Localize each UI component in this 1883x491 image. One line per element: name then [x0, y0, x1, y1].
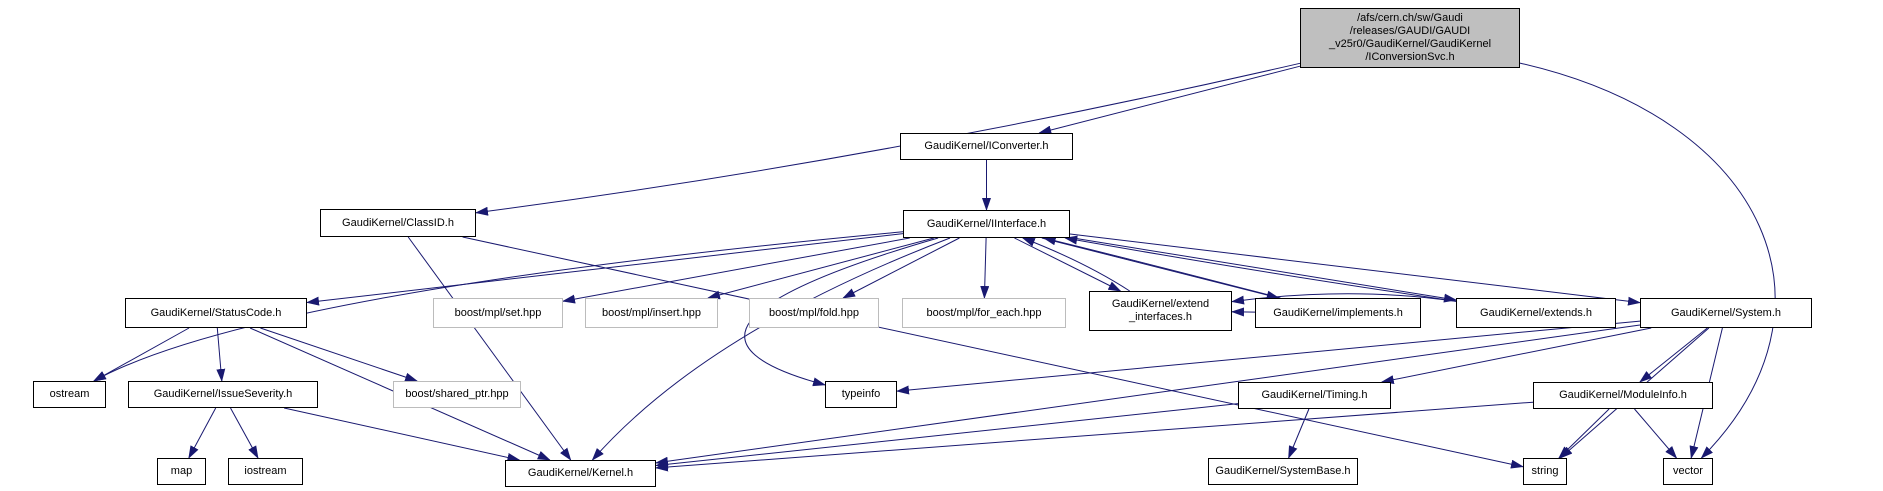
node-label: /IConversionSvc.h: [1365, 51, 1455, 63]
node-label: boost/mpl/insert.hpp: [601, 306, 702, 319]
node-label: GaudiKernel/extends.h: [1480, 306, 1592, 319]
node-label: /afs/cern.ch/sw/Gaudi: [1357, 12, 1463, 24]
node-label: boost/mpl/fold.hpp: [769, 306, 859, 319]
node-moduleinfo[interactable]: GaudiKernel/ModuleInfo.h: [1533, 382, 1713, 409]
edge-iinterface-mplset: [562, 237, 910, 304]
edge-iinterface-implements: [1041, 237, 1280, 300]
edge-system-timing: [1380, 327, 1652, 385]
node-mplinsert[interactable]: boost/mpl/insert.hpp: [585, 298, 718, 328]
edge-main-iconverter: [1038, 65, 1301, 135]
node-map[interactable]: map: [157, 458, 206, 485]
edge-system-moduleinfo: [1639, 327, 1708, 383]
node-mplset[interactable]: boost/mpl/set.hpp: [433, 298, 563, 328]
node-label: GaudiKernel/SystemBase.h: [1215, 465, 1351, 477]
edge-statuscode-issueseverity: [216, 327, 226, 382]
node-mplfold[interactable]: boost/mpl/fold.hpp: [749, 298, 879, 328]
node-label: boost/shared_ptr.hpp: [405, 388, 509, 400]
node-label: GaudiKernel/ClassID.h: [342, 216, 454, 229]
edge-issueseverity-map: [188, 407, 217, 459]
edge-classid-string: [462, 236, 1524, 469]
node-classid[interactable]: GaudiKernel/ClassID.h: [320, 209, 476, 237]
edge-issueseverity-iostream: [230, 407, 259, 459]
edge-system-typeinfo: [896, 320, 1641, 395]
edge-timing-kernel: [655, 403, 1239, 469]
edge-iinterface-mplfold: [842, 237, 960, 299]
edge-moduleinfo-string: [1558, 408, 1610, 459]
node-iinterface[interactable]: GaudiKernel/IInterface.h: [903, 210, 1070, 238]
node-string[interactable]: string: [1523, 458, 1567, 485]
node-label: vector: [1673, 465, 1703, 477]
edge-system-kernel: [655, 324, 1641, 466]
edge-extends-iinterface: [1064, 235, 1457, 302]
node-typeinfo[interactable]: typeinfo: [825, 381, 897, 408]
edge-iinterface-ostream: [93, 231, 904, 382]
node-label: typeinfo: [841, 388, 881, 400]
node-label: string: [1531, 465, 1559, 477]
node-label: _v25r0/GaudiKernel/GaudiKernel: [1328, 38, 1492, 50]
node-label: GaudiKernel/System.h: [1670, 306, 1782, 319]
edge-iinterface-mplforeach: [980, 237, 990, 299]
node-sharedptr[interactable]: boost/shared_ptr.hpp: [393, 381, 521, 408]
edge-timing-systembase: [1288, 408, 1310, 459]
node-label: GaudiKernel/Timing.h: [1261, 389, 1368, 401]
node-statuscode[interactable]: GaudiKernel/StatusCode.h: [125, 298, 307, 328]
edge-statuscode-sharedptr: [260, 327, 419, 382]
node-implements[interactable]: GaudiKernel/implements.h: [1255, 298, 1421, 328]
edge-main-classid: [475, 62, 1301, 216]
edge-moduleinfo-vector: [1634, 408, 1678, 459]
node-label: GaudiKernel/implements.h: [1273, 306, 1403, 319]
node-vector[interactable]: vector: [1663, 458, 1713, 485]
node-ostream[interactable]: ostream: [33, 381, 106, 408]
node-label: _interfaces.h: [1129, 311, 1192, 323]
edge-iinterface-extint: [1014, 237, 1122, 292]
node-mplforeach[interactable]: boost/mpl/for_each.hpp: [902, 298, 1066, 328]
node-iconverter[interactable]: GaudiKernel/IConverter.h: [900, 133, 1073, 160]
edge-moduleinfo-kernel: [655, 401, 1534, 472]
node-label: GaudiKernel/IConverter.h: [924, 140, 1049, 152]
node-label: GaudiKernel/IInterface.h: [926, 217, 1047, 230]
edge-issueseverity-kernel: [283, 407, 521, 462]
node-label: GaudiKernel/IssueSeverity.h: [153, 388, 293, 400]
node-timing[interactable]: GaudiKernel/Timing.h: [1238, 382, 1391, 409]
node-iostream[interactable]: iostream: [228, 458, 303, 485]
node-label: boost/mpl/set.hpp: [454, 306, 542, 319]
node-kernel[interactable]: GaudiKernel/Kernel.h: [505, 460, 656, 487]
node-label: GaudiKernel/StatusCode.h: [150, 306, 282, 319]
node-issueseverity[interactable]: GaudiKernel/IssueSeverity.h: [128, 381, 318, 408]
edge-iinterface-extends: [1069, 237, 1457, 303]
node-label: boost/mpl/for_each.hpp: [926, 306, 1042, 319]
edge-implements-iinterface: [1042, 236, 1281, 299]
node-extends[interactable]: GaudiKernel/extends.h: [1456, 298, 1616, 328]
edge-extint-iinterface: [1021, 237, 1130, 292]
node-system[interactable]: GaudiKernel/System.h: [1640, 298, 1812, 328]
edge-iinterface-kernel: [591, 237, 951, 461]
node-label: GaudiKernel/ModuleInfo.h: [1559, 389, 1687, 401]
edge-iinterface-mplinsert: [707, 237, 934, 300]
edge-statuscode-ostream: [92, 327, 190, 382]
edge-main-vector: [1519, 62, 1776, 459]
node-systembase[interactable]: GaudiKernel/SystemBase.h: [1208, 458, 1358, 485]
edge-iinterface-system: [1069, 233, 1641, 306]
node-label: map: [170, 465, 193, 477]
node-label: ostream: [49, 388, 90, 400]
node-label: iostream: [244, 465, 287, 477]
node-label: GaudiKernel/extend: [1111, 298, 1210, 310]
node-label: GaudiKernel/Kernel.h: [527, 467, 634, 479]
node-label: /releases/GAUDI/GAUDI: [1349, 25, 1471, 37]
node-extint[interactable]: GaudiKernel/extend_interfaces.h: [1089, 291, 1232, 331]
node-main[interactable]: /afs/cern.ch/sw/Gaudi/releases/GAUDI/GAU…: [1300, 8, 1520, 68]
edge-classid-kernel: [407, 236, 572, 461]
